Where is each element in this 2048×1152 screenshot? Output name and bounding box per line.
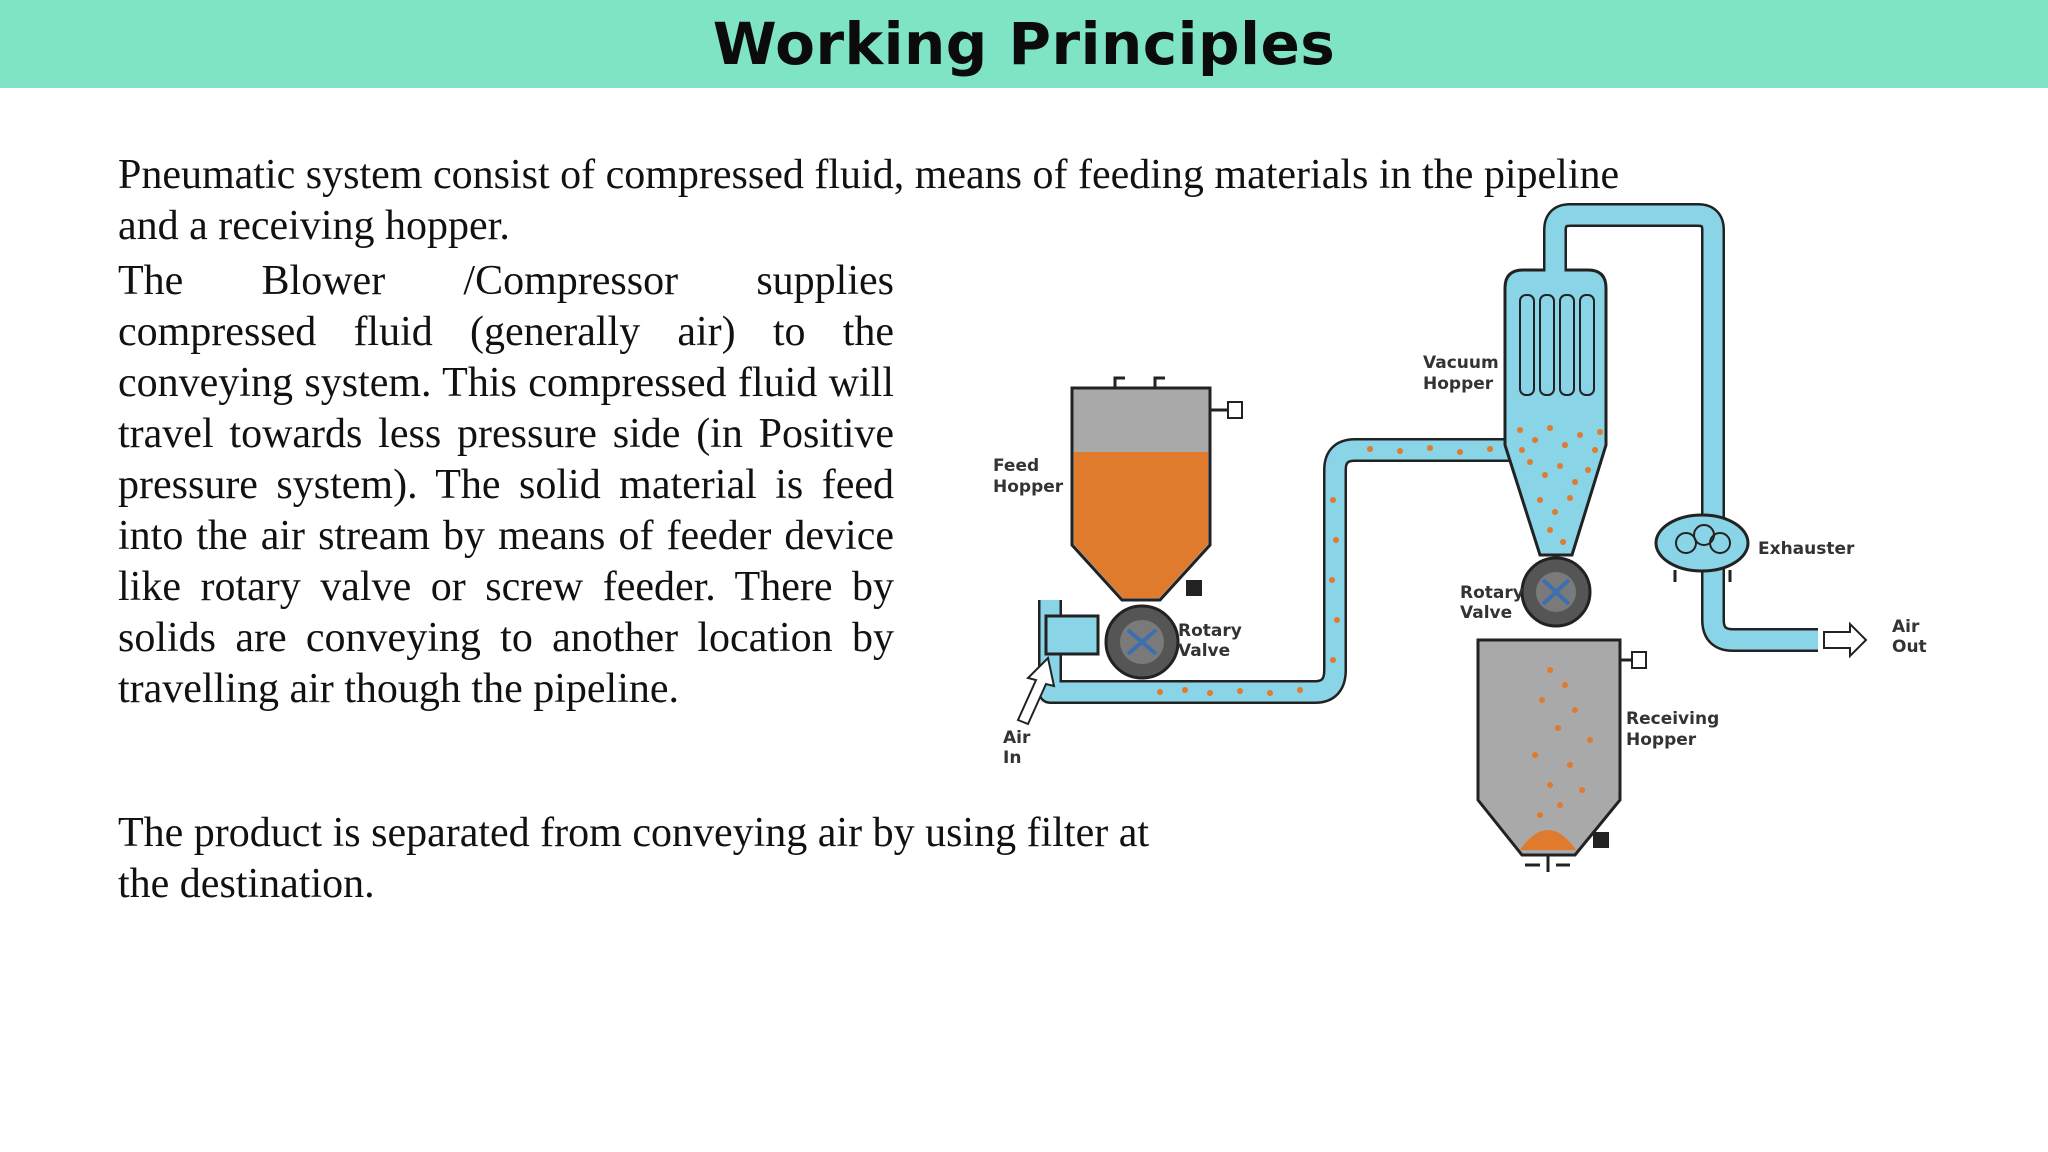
label-rotary-valve-2a: Rotary xyxy=(1460,583,1524,603)
body-paragraph: The Blower /Compressor supplies compress… xyxy=(118,258,894,712)
label-air-out-2: Out xyxy=(1892,637,1927,657)
rotary-valve-feed xyxy=(1104,604,1180,680)
receiving-hopper xyxy=(1476,638,1647,872)
intro-paragraph: Pneumatic system consist of compressed f… xyxy=(118,152,1620,249)
label-rotary-valve-1b: Valve xyxy=(1178,641,1230,661)
label-feed-hopper-1: Feed xyxy=(993,456,1039,476)
air-in-arrow-icon xyxy=(1016,655,1056,726)
rotary-valve-receiving xyxy=(1520,556,1592,628)
air-out-arrow-icon xyxy=(1823,621,1868,659)
material-particles-pipe xyxy=(1157,445,1493,696)
label-vacuum-hopper-2: Hopper xyxy=(1423,374,1494,394)
label-vacuum-hopper-1: Vacuum xyxy=(1423,353,1499,373)
label-air-in-2: In xyxy=(1003,748,1021,768)
label-receiving-hopper-2: Hopper xyxy=(1626,730,1697,750)
title-banner: Working Principles xyxy=(0,0,2048,88)
vacuum-hopper xyxy=(1503,268,1608,557)
label-rotary-valve-1a: Rotary xyxy=(1178,621,1242,641)
label-exhauster: Exhauster xyxy=(1758,539,1855,559)
label-air-out-1: Air xyxy=(1892,617,1920,637)
outro-paragraph: The product is separated from conveying … xyxy=(118,810,1150,907)
pneumatic-conveying-diagram: Feed Hopper Rotary Valve Air In Vacuum H… xyxy=(993,203,1927,872)
material-particles-receiving xyxy=(1532,667,1593,818)
label-feed-hopper-2: Hopper xyxy=(993,477,1064,497)
air-inlet-box xyxy=(1044,614,1100,656)
label-receiving-hopper-1: Receiving xyxy=(1626,709,1719,729)
return-pipeline xyxy=(1543,203,1818,652)
material-particles-vacuum xyxy=(1517,425,1603,545)
page-title: Working Principles xyxy=(712,10,1336,78)
exhauster xyxy=(1654,513,1750,582)
label-rotary-valve-2b: Valve xyxy=(1460,603,1512,623)
feed-hopper xyxy=(1070,376,1243,602)
conveying-pipeline xyxy=(1038,438,1515,704)
label-air-in-1: Air xyxy=(1003,728,1031,748)
